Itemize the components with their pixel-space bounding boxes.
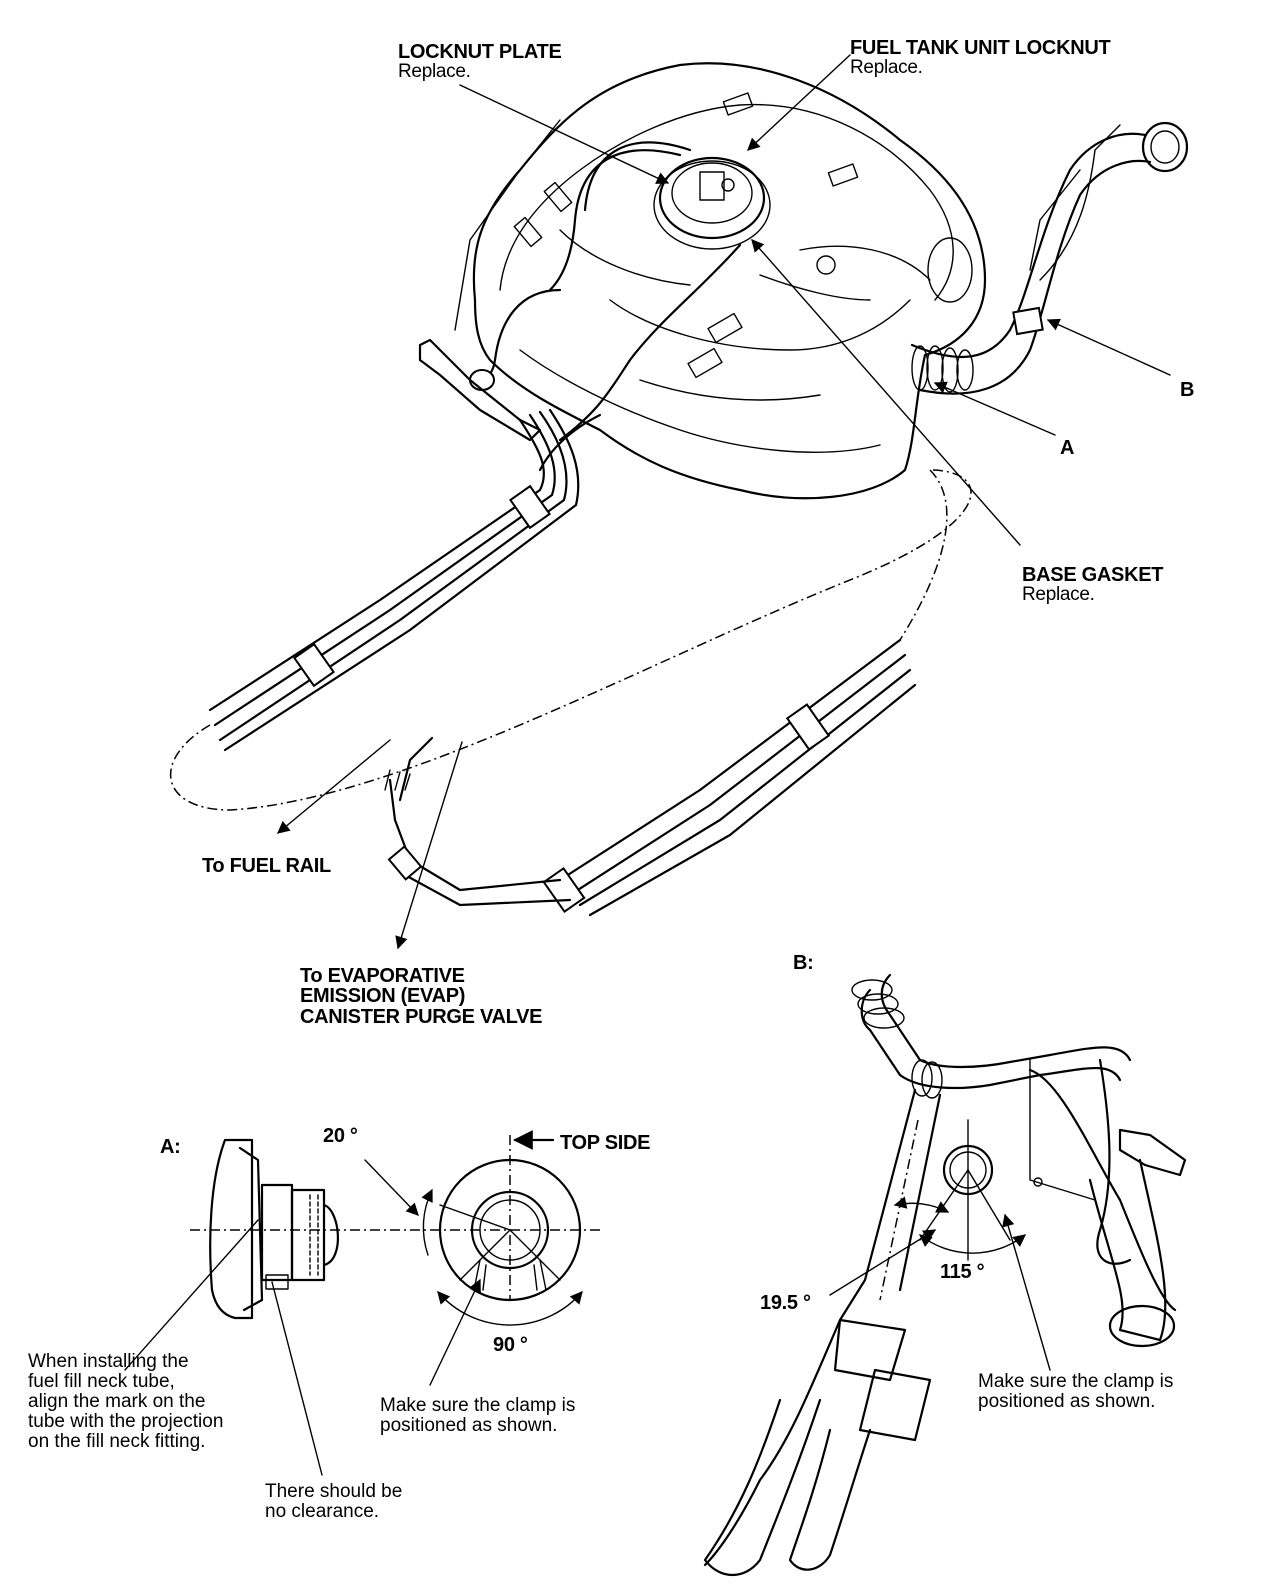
install-note-line-4: tube with the projection — [28, 1410, 224, 1432]
detail-a-drawing — [124, 1130, 600, 1476]
detail-a-install-note: When installing the fuel fill neck tube,… — [28, 1352, 223, 1452]
fuel-tank-unit-locknut-label: FUEL TANK UNIT LOCKNUT — [850, 37, 1111, 59]
detail-a-angle-20: 20 ° — [323, 1125, 358, 1147]
clearance-note-line-1: There should be — [265, 1481, 403, 1502]
detail-b-clamp-note-line-1: Make sure the clamp is — [978, 1371, 1174, 1392]
base-gasket-label: BASE GASKET — [1022, 564, 1164, 586]
install-note-line-1: When installing the — [28, 1351, 189, 1372]
fuel-tank — [418, 62, 987, 500]
label-b: B — [1180, 379, 1195, 401]
leader-lines — [277, 54, 1171, 950]
to-evap-line-3: CANISTER PURGE VALVE — [300, 1005, 543, 1028]
detail-a-top-side: TOP SIDE — [560, 1132, 651, 1154]
install-note-line-3: align the mark on the — [28, 1390, 206, 1412]
clearance-note-line-2: no clearance. — [265, 1500, 380, 1522]
detail-a-clamp-note-line-2: positioned as shown. — [380, 1414, 558, 1436]
locknut-plate-note: Replace. — [398, 61, 471, 83]
detail-a-clamp-note-line-1: Make sure the clamp is — [380, 1395, 576, 1416]
fuel-tank-unit-locknut-note: Replace. — [850, 57, 923, 79]
detail-a-clamp-note: Make sure the clamp is positioned as sho… — [380, 1396, 575, 1436]
filler-neck — [910, 121, 1189, 395]
detail-b-angle-19-5: 19.5 ° — [760, 1292, 811, 1314]
detail-a-clearance-note: There should be no clearance. — [265, 1482, 402, 1522]
detail-b-title: B: — [793, 952, 814, 974]
to-evap-callout: To EVAPORATIVE EMISSION (EVAP) CANISTER … — [300, 965, 543, 1028]
to-fuel-rail-label: To FUEL RAIL — [202, 855, 331, 877]
detail-b-drawing — [703, 973, 1187, 1576]
detail-a-title: A: — [160, 1136, 181, 1158]
detail-b-clamp-note: Make sure the clamp is positioned as sho… — [978, 1372, 1173, 1412]
to-evap-line-1: To EVAPORATIVE — [300, 965, 465, 987]
label-a: A — [1060, 437, 1075, 459]
fuel-tank-unit-locknut-callout: FUEL TANK UNIT LOCKNUT Replace. — [850, 37, 1111, 79]
locknut-plate-callout: LOCKNUT PLATE Replace. — [398, 42, 562, 82]
detail-b-clamp-note-line-2: positioned as shown. — [978, 1390, 1156, 1412]
base-gasket-callout: BASE GASKET Replace. — [1022, 565, 1163, 605]
base-gasket-note: Replace. — [1022, 584, 1095, 606]
detail-b-angle-115: 115 ° — [940, 1261, 985, 1283]
detail-a-angle-90: 90 ° — [493, 1334, 528, 1356]
to-evap-line-2: EMISSION (EVAP) — [300, 985, 466, 1008]
install-note-line-5: on the fill neck fitting. — [28, 1430, 206, 1452]
install-note-line-2: fuel fill neck tube, — [28, 1370, 175, 1392]
locknut-plate-label: LOCKNUT PLATE — [398, 41, 562, 63]
fuel-lines — [169, 408, 972, 917]
